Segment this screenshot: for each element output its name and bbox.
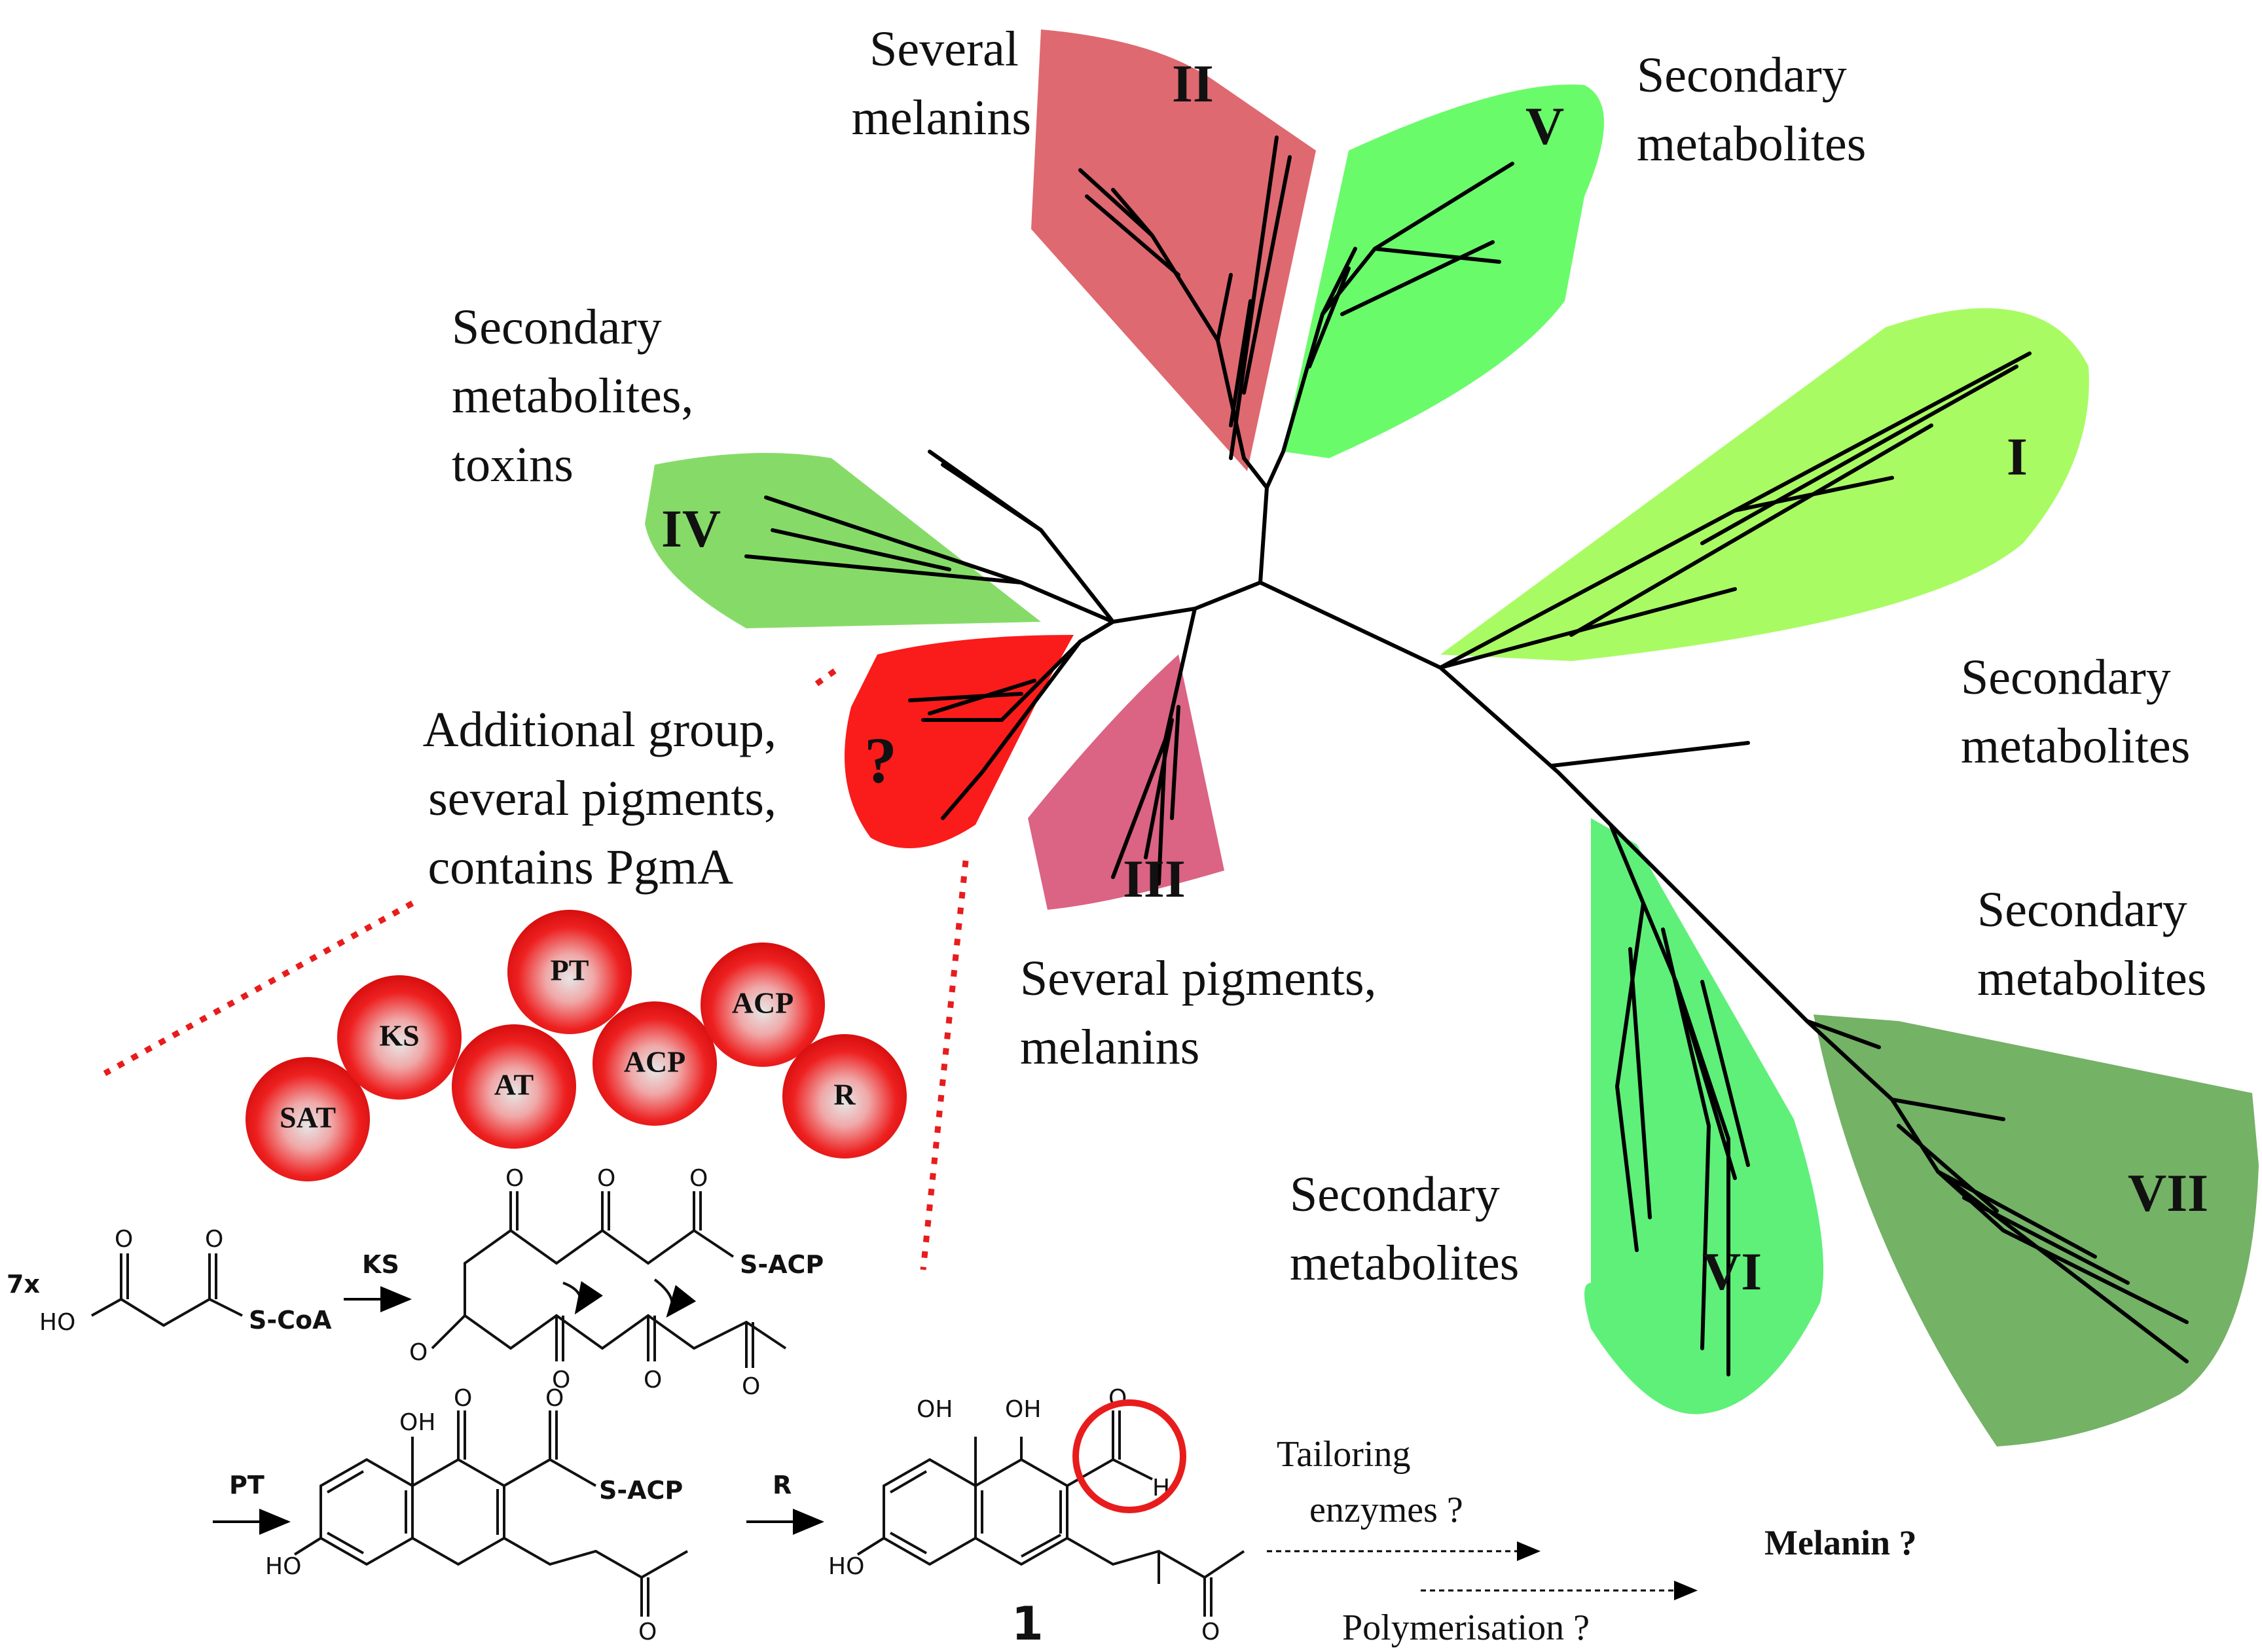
clade-IV-label: Secondary metabolites, toxins — [452, 300, 706, 492]
aldehyde-highlight — [1072, 1399, 1186, 1513]
clade-VII-area — [1814, 1015, 2259, 1446]
svg-text:O: O — [409, 1339, 428, 1366]
domain-R: R — [782, 1034, 907, 1158]
svg-text:HO: HO — [39, 1309, 75, 1336]
malonyl-count: 7x — [7, 1270, 40, 1299]
phylogenetic-tree — [744, 135, 2189, 1376]
svg-text:O: O — [689, 1165, 708, 1192]
clade-unknown-numeral: ? — [864, 724, 897, 797]
clade-I-area — [1440, 308, 2089, 662]
clade-V-label: Secondary metabolites — [1637, 48, 1866, 171]
clade-VII-label: Secondary metabolites — [1977, 882, 2206, 1006]
svg-text:HO: HO — [265, 1553, 301, 1580]
svg-text:O: O — [552, 1367, 570, 1393]
svg-text:KS: KS — [379, 1019, 419, 1052]
clade-II-numeral: II — [1172, 54, 1214, 113]
svg-text:O: O — [505, 1165, 524, 1192]
svg-text:R: R — [833, 1078, 856, 1111]
domain-KS: KS — [337, 975, 462, 1100]
svg-text:O: O — [545, 1385, 564, 1412]
clade-I-numeral: I — [2007, 427, 2028, 486]
svg-text:O: O — [638, 1619, 657, 1645]
malonyl-coa-structure: 7x O O HO S-CoA — [7, 1226, 332, 1336]
svg-text:S-CoA: S-CoA — [249, 1306, 332, 1335]
domain-AT: AT — [452, 1024, 576, 1149]
clade-VI-numeral: VI — [1702, 1242, 1762, 1301]
intermediate-structure: OH O O S-ACP HO O — [265, 1385, 688, 1645]
polyketide-chain-structure: O O O S-ACP O O O O — [409, 1165, 824, 1400]
svg-text:AT: AT — [494, 1068, 534, 1102]
svg-text:S-ACP: S-ACP — [599, 1476, 683, 1505]
svg-text:OH: OH — [917, 1396, 953, 1423]
clade-VI-label: Secondary metabolites — [1290, 1167, 1519, 1291]
clade-VII-numeral: VII — [2128, 1163, 2208, 1223]
svg-text:O: O — [205, 1226, 223, 1253]
melanin-product: Melanin ? — [1764, 1523, 1917, 1562]
svg-text:O: O — [644, 1367, 662, 1393]
svg-text:ACP: ACP — [624, 1045, 686, 1079]
clade-II-label: Several melanins — [852, 22, 1031, 145]
clade-VI-area — [1584, 818, 1823, 1414]
svg-text:ACP: ACP — [732, 986, 794, 1020]
svg-text:OH: OH — [1005, 1396, 1041, 1423]
step-r-label: R — [773, 1471, 792, 1499]
compound-1-structure: OH OH O H HO O 1 — [828, 1385, 1245, 1651]
svg-text:OH: OH — [399, 1409, 435, 1436]
polymerisation-label: Polymerisation ? — [1342, 1607, 1590, 1648]
callout-lines — [103, 668, 969, 1270]
domain-SAT: SAT — [246, 1057, 370, 1181]
clade-IV-area — [645, 453, 1041, 628]
clade-III-area — [1028, 655, 1224, 910]
svg-text:HO: HO — [828, 1553, 864, 1580]
svg-text:O: O — [454, 1385, 472, 1412]
svg-text:O: O — [742, 1373, 760, 1400]
clade-III-label: Several pigments, melanins — [1020, 951, 1389, 1075]
pks-domains: SAT KS PT AT ACP ACP R — [246, 910, 907, 1181]
svg-text:S-ACP: S-ACP — [740, 1250, 824, 1279]
svg-text:O: O — [597, 1165, 615, 1192]
compound-number: 1 — [1012, 1597, 1044, 1651]
step-pt-label: PT — [229, 1471, 265, 1499]
clade-IV-numeral: IV — [661, 499, 721, 558]
domain-PT: PT — [507, 910, 632, 1034]
clade-V-area — [1283, 84, 1604, 459]
step-ks-label: KS — [362, 1250, 399, 1279]
clade-III-numeral: III — [1123, 849, 1186, 908]
clade-I-label: Secondary metabolites — [1961, 650, 2190, 774]
domain-ACP-2: ACP — [701, 943, 825, 1067]
tailoring-label: Tailoring enzymes ? — [1277, 1434, 1463, 1530]
clade-unknown-label: Additional group, several pigments, cont… — [423, 702, 789, 895]
svg-text:PT: PT — [551, 954, 589, 987]
svg-text:O: O — [1201, 1619, 1220, 1645]
clade-V-numeral: V — [1525, 96, 1564, 156]
svg-text:O: O — [115, 1226, 133, 1253]
svg-text:SAT: SAT — [280, 1101, 336, 1134]
domain-ACP-1: ACP — [593, 1001, 717, 1126]
